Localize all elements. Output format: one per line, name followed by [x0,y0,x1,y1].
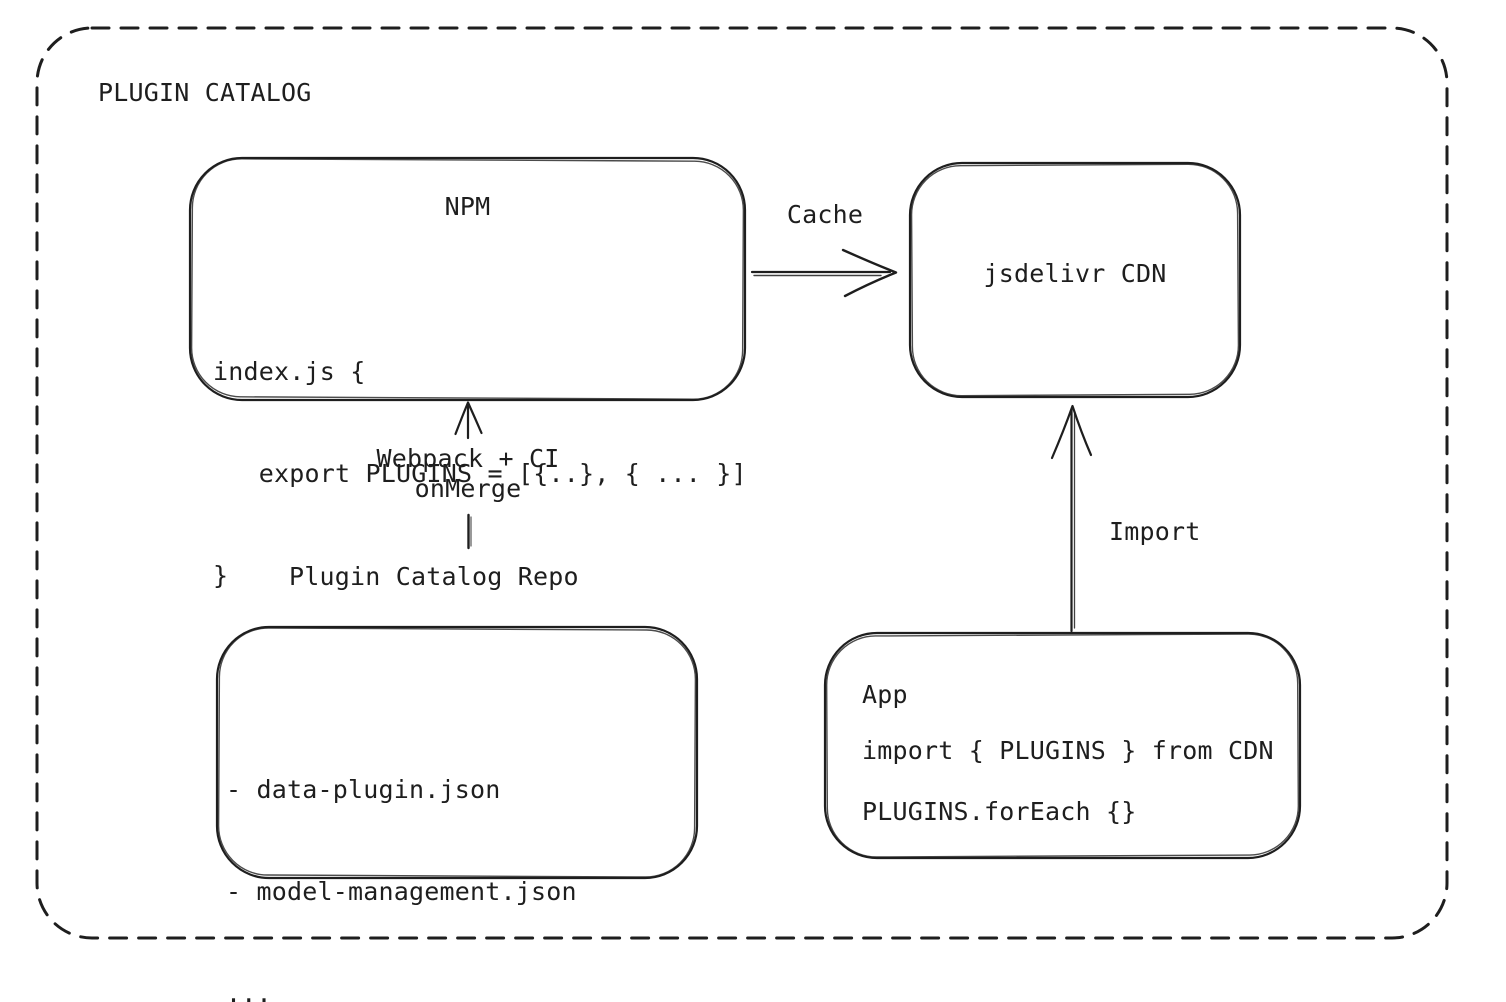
repo-node-rect [215,625,699,880]
repo-file-line-1: - data-plugin.json [226,775,501,804]
import-arrow-head [1050,404,1093,460]
npm-node-code: index.js { export PLUGINS = [{..}, { ...… [213,287,747,661]
import-arrow [1050,404,1093,633]
app-node-shape [823,631,1302,860]
repo-node-rect-sketch [217,627,697,878]
build-arrow-label-line2: onMerge [414,474,522,503]
app-node-rect-sketch [825,633,1300,858]
repo-node-title: Plugin Catalog Repo [289,562,579,591]
cdn-node-shape [908,161,1242,399]
npm-node-title: NPM [444,192,491,221]
cache-arrow-label: Cache [786,200,864,229]
npm-node-rect [188,156,747,402]
cdn-node-rect [908,161,1242,399]
cache-arrow [750,248,898,298]
build-arrow-label-line1: Webpack + CI [376,444,560,473]
diagram-title: PLUGIN CATALOG [98,78,312,107]
build-arrow [454,401,483,550]
app-code-line-2: PLUGINS.forEach {} [862,797,1137,826]
repo-file-line-3: ... [226,979,272,1002]
app-node-title: App [862,680,908,709]
repo-node-files: - data-plugin.json - model-management.js… [226,705,577,1002]
cdn-node-label: jsdelivr CDN [983,259,1167,288]
app-node-rect [823,631,1302,860]
build-arrow-head [454,401,483,436]
repo-file-line-2: - model-management.json [226,877,577,906]
npm-code-line-3: } [213,561,229,590]
cache-arrow-head [841,248,898,298]
catalog-boundary-border [35,26,1449,940]
import-arrow-label: Import [1109,517,1201,546]
app-code-line-1: import { PLUGINS } from CDN [862,736,1274,765]
repo-node-shape [215,625,699,880]
npm-node-shape [188,156,747,402]
npm-node-rect-sketch [190,158,745,400]
cdn-node-rect-sketch [910,163,1240,397]
npm-code-line-1: index.js { [213,357,366,386]
npm-code-line-2: export PLUGINS = [{..}, { ... }] [213,459,747,488]
